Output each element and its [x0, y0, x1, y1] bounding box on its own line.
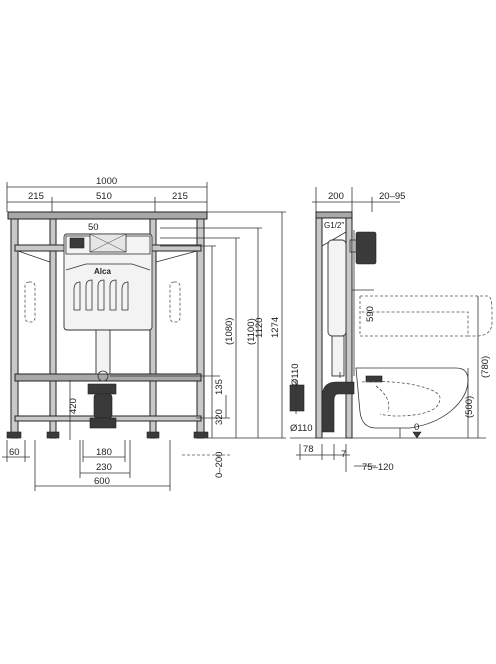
dim-height-420: 420: [68, 398, 79, 414]
dim-left-margin: 215: [28, 191, 44, 202]
dim-pipe-dia-bottom: Ø110: [290, 423, 313, 434]
dim-height-1120: 1120: [254, 318, 265, 338]
dim-height-500: (500): [464, 396, 475, 418]
dim-center-width: 510: [96, 191, 112, 202]
dim-height-135: 135: [214, 379, 225, 395]
dim-thread: G1/2": [324, 221, 344, 230]
dim-pipe-dia-top: Ø110: [290, 363, 301, 386]
dim-height-1100: (1100): [246, 318, 257, 345]
dim-height-780: (780): [480, 356, 491, 378]
dim-drain-180: 180: [96, 447, 112, 458]
dim-foot-78: 78: [303, 444, 314, 455]
dim-foot-span: 600: [94, 476, 110, 487]
dim-adjust-range: 0–200: [214, 452, 225, 478]
dim-floor-zero: 0: [414, 422, 419, 433]
dim-depth: 200: [328, 191, 344, 202]
dim-drain-230: 230: [96, 462, 112, 473]
dim-foot-width: 60: [9, 447, 20, 458]
dim-height-1274: 1274: [270, 317, 281, 338]
front-view: Alca: [2, 176, 286, 491]
dim-offset-range: 20–95: [379, 191, 405, 202]
dim-height-590: 590: [365, 306, 376, 322]
dim-overall-width: 1000: [96, 176, 117, 187]
dim-height-320: 320: [214, 409, 225, 425]
dim-plate-width: 50: [88, 222, 99, 233]
dim-right-margin: 215: [172, 191, 188, 202]
side-view: 200 20–95 G1/2" 590 (780) (500) Ø110 Ø11…: [289, 187, 493, 473]
brand-label: Alca: [94, 267, 111, 276]
dim-range-75-120: 75–120: [362, 462, 394, 473]
dim-foot-7: 7: [341, 449, 346, 460]
dim-height-1080: (1080): [224, 318, 235, 345]
